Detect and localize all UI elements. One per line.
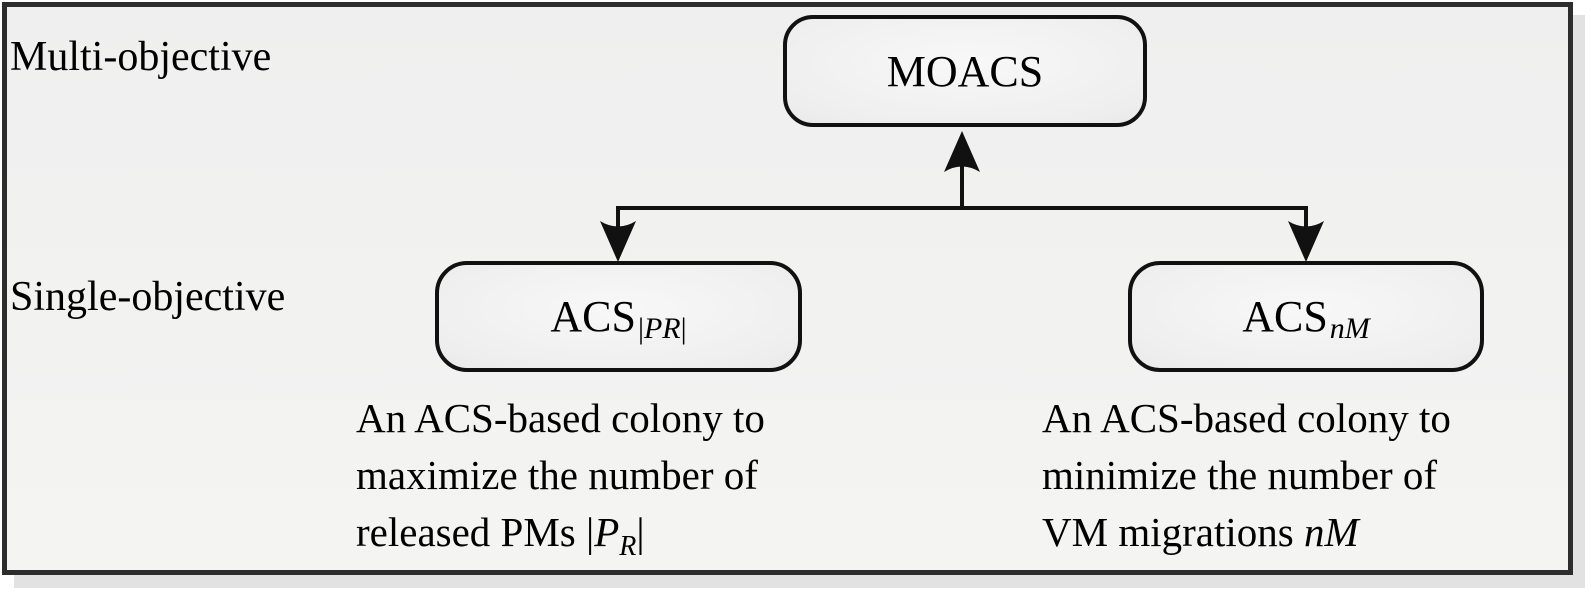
- node-acs-nm-subscript: nM: [1329, 312, 1370, 345]
- node-moacs-label: MOACS: [886, 46, 1044, 96]
- down-arrowhead-left-icon: [600, 221, 636, 262]
- variable-nm: nM: [1303, 509, 1359, 555]
- description-line-text: VM migrations: [1042, 509, 1304, 555]
- description-line: maximize the number of: [356, 452, 758, 498]
- down-arrowhead-right-icon: [1288, 221, 1324, 262]
- row-label-single-objective: Single-objective: [10, 274, 286, 320]
- node-acs-nm-label: ACS: [1242, 292, 1328, 341]
- node-acs-pr-label: ACS: [550, 292, 636, 341]
- description-line-text: released PMs: [356, 509, 587, 555]
- subscript-letters: PR: [643, 312, 681, 345]
- abs-close-bar: |: [636, 509, 645, 555]
- description-acs-pr: An ACS-based colony to maximize the numb…: [356, 390, 765, 575]
- variable-p: P: [594, 509, 620, 555]
- description-acs-nm: An ACS-based colony to minimize the numb…: [1042, 390, 1451, 561]
- subscript-open-bar: |: [637, 312, 644, 345]
- description-line: released PMs |PR|: [356, 504, 765, 575]
- description-line: An ACS-based colony to: [1042, 395, 1451, 441]
- subscript-close-bar: |: [680, 312, 687, 345]
- abs-open-bar: |: [586, 509, 595, 555]
- row-label-multi-objective: Multi-objective: [10, 34, 272, 80]
- node-acs-pr: ACS|PR|: [435, 261, 802, 372]
- node-moacs: MOACS: [783, 15, 1147, 127]
- node-acs-pr-subscript: |PR|: [638, 312, 687, 346]
- up-arrowhead-icon: [944, 131, 980, 172]
- description-line: minimize the number of: [1042, 452, 1438, 498]
- description-line: An ACS-based colony to: [356, 395, 765, 441]
- description-line: VM migrations nM: [1042, 504, 1451, 561]
- variable-p-subscript: R: [619, 531, 637, 562]
